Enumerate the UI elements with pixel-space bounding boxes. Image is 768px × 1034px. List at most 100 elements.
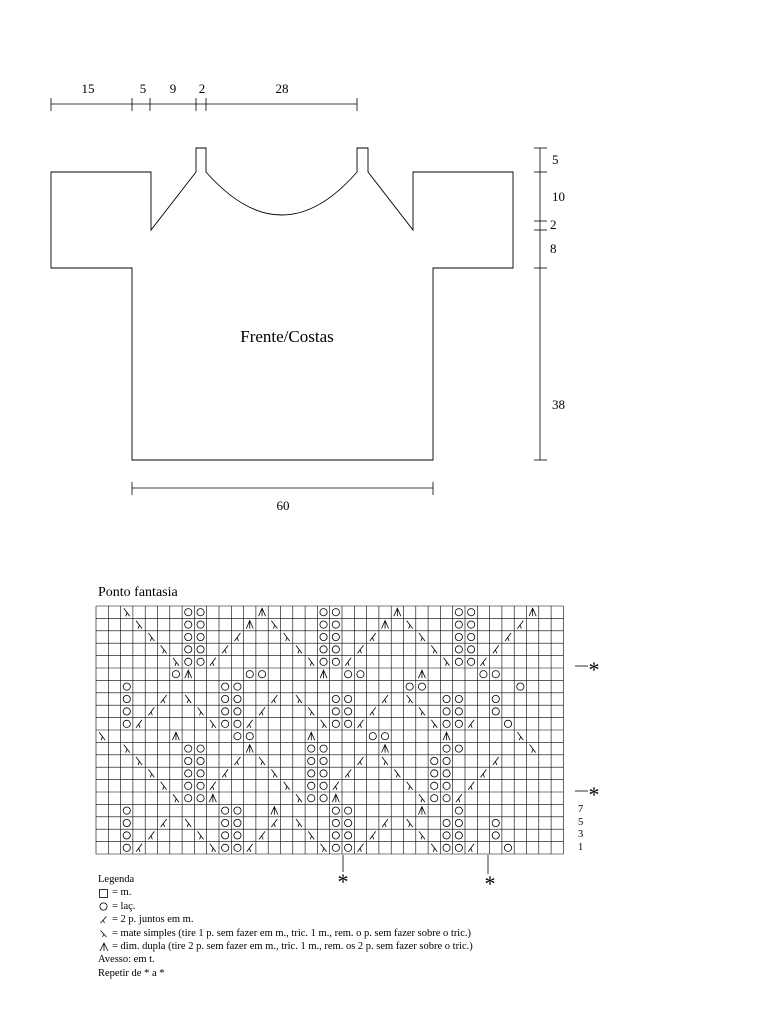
yarn-over-circle	[196, 794, 205, 803]
yarn-over-circle	[122, 831, 131, 840]
k2tog-mark	[357, 843, 364, 853]
yarn-over-circle	[442, 843, 451, 852]
double-dec-mark	[208, 793, 217, 803]
yarn-over-circle	[368, 732, 377, 741]
ssk-mark	[307, 707, 315, 716]
k2tog-mark	[258, 831, 266, 840]
k2tog-mark	[258, 707, 266, 716]
yarn-over-circle	[319, 781, 328, 790]
yarn-over-circle	[319, 620, 328, 629]
k2tog-mark	[271, 694, 278, 704]
yarn-over-circle	[442, 819, 451, 828]
ssk-mark	[430, 843, 438, 853]
ssk-mark	[209, 843, 217, 853]
yarn-over-circle	[184, 633, 193, 642]
right-dimension	[534, 147, 547, 461]
legend-item-double-dec: = dim. dupla (tire 2 p. sem fazer em m.,…	[98, 940, 473, 953]
k2tog-mark	[369, 831, 377, 840]
yarn-over-circle	[331, 719, 340, 728]
legend-text-k2tog: = 2 p. juntos em m.	[112, 914, 194, 926]
ssk-mark	[148, 632, 155, 642]
yarn-over-circle	[122, 819, 131, 828]
yarn-over-circle	[307, 769, 316, 778]
stitch-chart-symbols	[98, 607, 537, 853]
double-dec-mark	[381, 743, 389, 753]
dim-right-2: 10	[552, 189, 565, 204]
dim-right-3: 2	[550, 217, 557, 232]
legend-item-yo: = laç.	[98, 900, 473, 913]
legend-text-double-dec: = dim. dupla (tire 2 p. sem fazer em m.,…	[112, 941, 473, 953]
double-dec-mark	[442, 731, 451, 741]
yarn-over-circle	[307, 794, 316, 803]
yarn-over-circle	[454, 608, 463, 617]
bottom-dimension	[131, 482, 434, 495]
yarn-over-circle	[442, 757, 451, 766]
yarn-over-circle	[307, 757, 316, 766]
ssk-mark	[418, 793, 426, 803]
yarn-over-circle	[491, 670, 500, 679]
yarn-over-circle	[479, 670, 488, 679]
dim-right-1: 5	[552, 152, 559, 167]
k2tog-mark	[135, 719, 143, 729]
yarn-over-circle	[491, 831, 500, 840]
yarn-over-circle	[319, 645, 328, 654]
yarn-over-circle	[221, 831, 230, 840]
yarn-over-circle	[331, 831, 340, 840]
dim-bottom: 60	[277, 498, 290, 513]
ssk-mark	[430, 645, 438, 654]
yarn-over-circle	[122, 719, 131, 728]
ssk-mark	[283, 781, 290, 791]
k2tog-mark	[357, 719, 364, 729]
legend-title: Legenda	[98, 874, 135, 885]
yarn-over-circle	[319, 608, 328, 617]
double-dec-icon	[98, 941, 109, 952]
k2tog-mark	[221, 769, 229, 778]
double-dec-mark	[331, 793, 340, 803]
yarn-over-circle	[122, 707, 131, 716]
k2tog-mark	[160, 694, 167, 704]
k2tog-mark	[480, 769, 487, 778]
legend-item-knit: = m.	[98, 886, 473, 899]
yarn-over-circle	[344, 806, 353, 815]
yarn-over-circle	[331, 633, 340, 642]
ssk-mark	[172, 657, 180, 667]
yarn-over-circle	[454, 645, 463, 654]
yarn-over-circle	[196, 744, 205, 753]
double-dec-mark	[381, 619, 389, 629]
ssk-mark	[197, 707, 204, 716]
ssk-mark	[135, 756, 143, 766]
k2tog-mark	[234, 756, 241, 766]
yarn-over-circle	[331, 806, 340, 815]
yarn-over-circle	[454, 744, 463, 753]
k2tog-mark	[381, 818, 389, 828]
yarn-over-circle	[221, 819, 230, 828]
yarn-over-circle	[331, 645, 340, 654]
ssk-mark	[160, 645, 167, 654]
k2tog-mark	[467, 843, 475, 853]
yarn-over-circle	[196, 781, 205, 790]
k2tog-mark	[221, 645, 229, 654]
yarn-over-circle	[504, 719, 513, 728]
yarn-over-circle	[221, 806, 230, 815]
yarn-over-circle	[454, 719, 463, 728]
yarn-over-circle	[467, 645, 476, 654]
yarn-over-circle	[467, 608, 476, 617]
repeat-lines	[342, 665, 588, 874]
yarn-over-circle	[233, 719, 242, 728]
yarn-over-circle	[344, 707, 353, 716]
row-number-1: 1	[578, 842, 583, 853]
double-dec-mark	[418, 669, 426, 679]
garment-label: Frente/Costas	[240, 327, 334, 346]
yarn-over-circle	[319, 794, 328, 803]
ssk-icon	[98, 928, 109, 939]
yarn-over-circle	[184, 620, 193, 629]
ssk-mark	[406, 694, 413, 704]
k2tog-mark	[480, 657, 487, 667]
k2tog-mark	[209, 781, 217, 791]
k2tog-mark	[492, 645, 500, 654]
yarn-over-circle	[331, 657, 340, 666]
k2tog-mark	[344, 657, 352, 667]
legend-text-knit: = m.	[112, 887, 132, 899]
legend-note-wrong-side: Avesso: em t.	[98, 954, 155, 966]
row-number-5: 5	[578, 817, 583, 828]
